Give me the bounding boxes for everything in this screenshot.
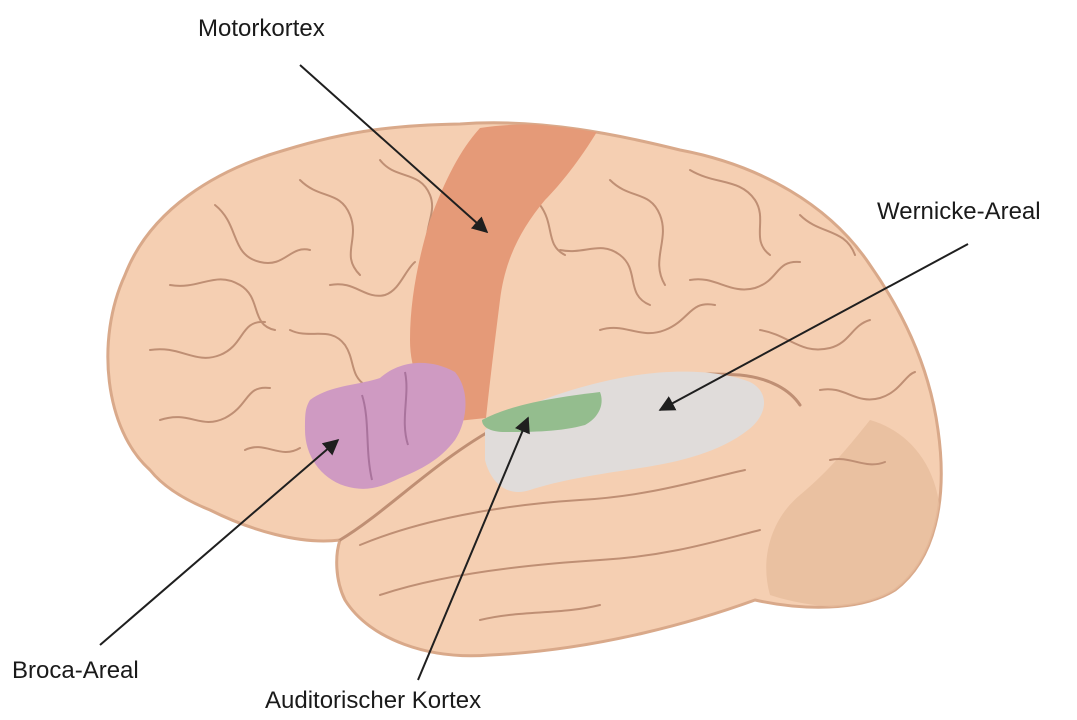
label-motor-cortex: Motorkortex (198, 17, 325, 41)
label-wernicke-area: Wernicke-Areal (877, 200, 1041, 224)
label-auditory-cortex: Auditorischer Kortex (265, 689, 481, 713)
label-broca-area: Broca-Areal (12, 659, 139, 683)
